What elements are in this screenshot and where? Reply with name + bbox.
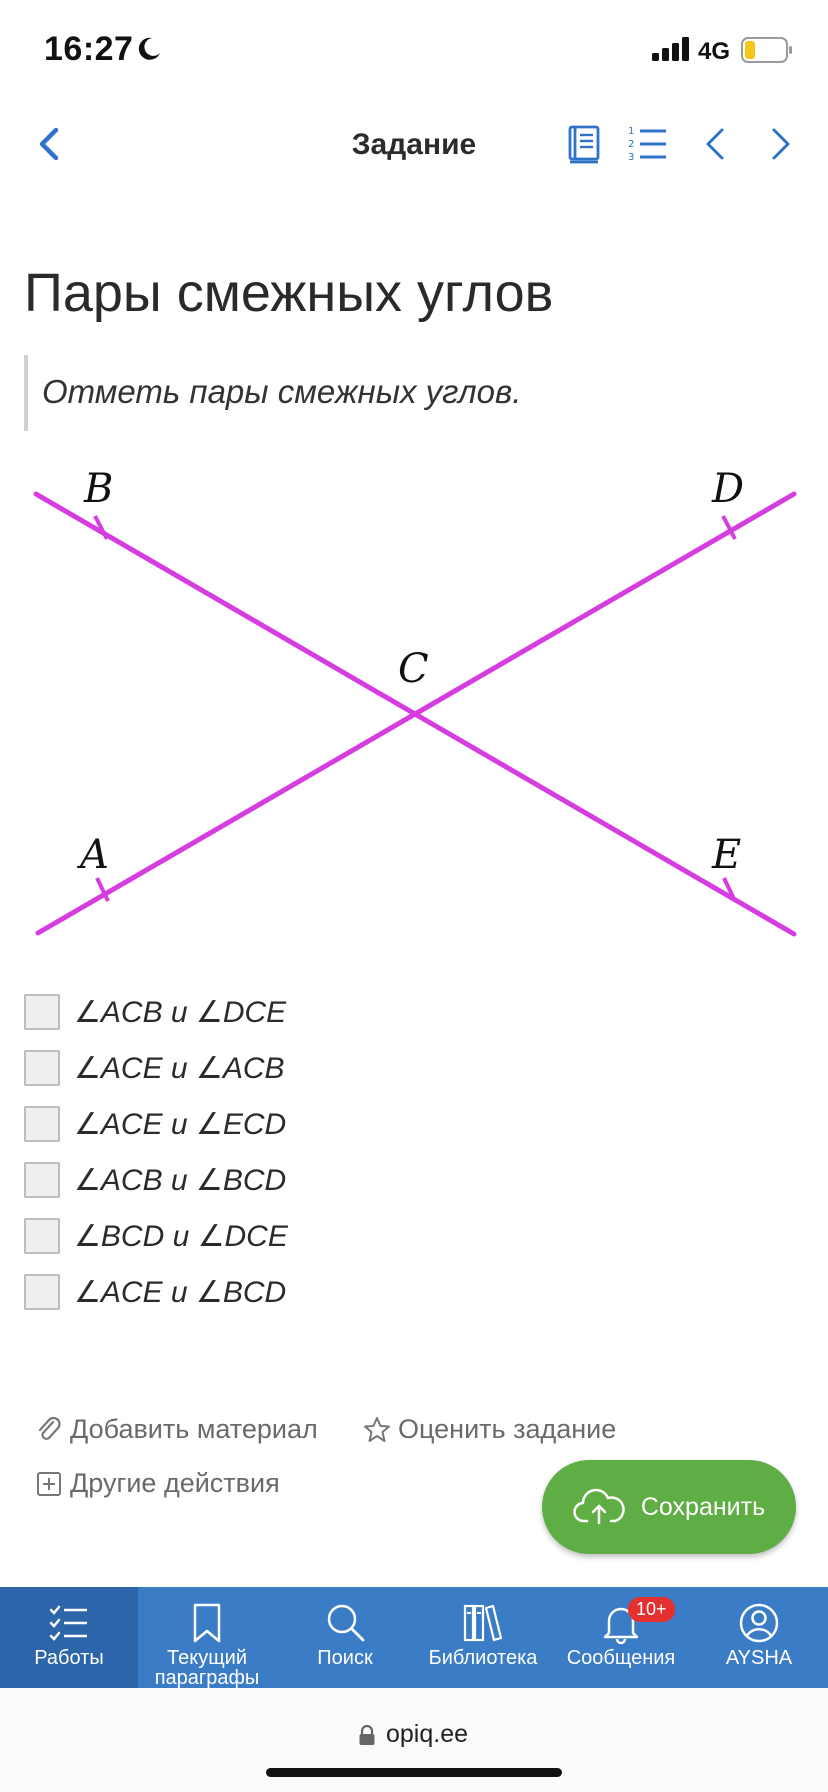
next-icon[interactable] — [758, 122, 802, 166]
search-icon — [327, 1604, 365, 1642]
tab-profile[interactable]: AYSHA — [690, 1587, 828, 1688]
option-checkbox[interactable] — [24, 1218, 60, 1254]
point-label-c: C — [398, 646, 429, 692]
answer-options: ∠ACB и ∠DCE ∠ACE и ∠ACB ∠ACE и ∠ECD ∠ACB… — [24, 984, 804, 1320]
angle-diagram: B D C A E — [33, 466, 797, 937]
star-icon — [364, 1416, 390, 1442]
save-button[interactable]: Сохранить — [542, 1460, 796, 1554]
option-label: ∠ACE и ∠BCD — [74, 1275, 287, 1309]
numbered-list-icon[interactable]: 1 2 3 — [626, 122, 670, 166]
point-label-a: A — [76, 832, 109, 878]
tab-label: Библиотека — [428, 1647, 538, 1669]
point-label-b: B — [83, 466, 113, 512]
previous-icon[interactable] — [694, 122, 738, 166]
svg-text:1: 1 — [628, 126, 634, 137]
tab-current-paragraphs[interactable]: Текущий параграфы — [138, 1587, 276, 1688]
tab-works[interactable]: Работы — [0, 1587, 138, 1688]
tab-search[interactable]: Поиск — [276, 1587, 414, 1688]
home-indicator[interactable] — [266, 1768, 562, 1777]
option-label: ∠BCD и ∠DCE — [74, 1219, 288, 1253]
plus-box-icon — [37, 1471, 61, 1496]
rate-task-label: Оценить задание — [398, 1414, 617, 1444]
signal-icon — [652, 37, 689, 61]
tab-label: Текущий параграфы — [154, 1647, 260, 1689]
status-time: 16:27 — [44, 30, 134, 68]
cloud-upload-icon — [573, 1488, 625, 1525]
nav-bar: Задание 1 2 3 — [0, 110, 828, 180]
answer-option[interactable]: ∠ACB и ∠DCE — [24, 984, 804, 1040]
other-actions-label: Другие действия — [70, 1468, 280, 1498]
bell-icon — [603, 1607, 639, 1645]
tab-label: Поиск — [317, 1647, 373, 1669]
status-bar: 16:27 4G — [0, 0, 828, 100]
answer-option[interactable]: ∠ACB и ∠BCD — [24, 1152, 804, 1208]
add-material-label: Добавить материал — [70, 1414, 318, 1444]
nav-title: Задание — [351, 128, 477, 161]
svg-text:3: 3 — [628, 152, 634, 163]
bookmark-icon — [193, 1603, 221, 1643]
book-icon[interactable] — [562, 122, 606, 166]
answer-option[interactable]: ∠BCD и ∠DCE — [24, 1208, 804, 1264]
task-instruction: Отметь пары смежных углов. — [24, 355, 804, 431]
option-label: ∠ACB и ∠BCD — [74, 1163, 287, 1197]
tick-d — [721, 515, 737, 540]
tab-messages[interactable]: 10+ Сообщения — [552, 1587, 690, 1688]
option-label: ∠ACE и ∠ECD — [74, 1107, 287, 1141]
battery-icon — [741, 37, 792, 63]
svg-text:2: 2 — [628, 139, 634, 150]
option-label: ∠ACE и ∠ACB — [74, 1051, 285, 1085]
moon-icon — [138, 37, 160, 60]
notification-badge: 10+ — [628, 1597, 675, 1622]
option-checkbox[interactable] — [24, 994, 60, 1030]
bottom-tab-bar: Работы Текущий параграфы Поиск Библиотек… — [0, 1587, 828, 1688]
tick-e — [722, 877, 737, 902]
point-label-d: D — [711, 466, 744, 512]
library-icon — [463, 1604, 503, 1642]
answer-option[interactable]: ∠ACE и ∠ECD — [24, 1096, 804, 1152]
tab-label: AYSHA — [725, 1647, 793, 1669]
user-icon — [739, 1603, 779, 1643]
rate-task-link[interactable]: Оценить задание — [362, 1414, 616, 1445]
option-checkbox[interactable] — [24, 1162, 60, 1198]
checklist-icon — [49, 1605, 87, 1641]
line-ad — [35, 491, 797, 936]
option-label: ∠ACB и ∠DCE — [74, 995, 287, 1029]
answer-option[interactable]: ∠ACE и ∠ACB — [24, 1040, 804, 1096]
paperclip-icon — [38, 1416, 61, 1440]
other-actions-link[interactable]: Другие действия — [34, 1468, 280, 1499]
tab-library[interactable]: Библиотека — [414, 1587, 552, 1688]
option-checkbox[interactable] — [24, 1106, 60, 1142]
add-material-link[interactable]: Добавить материал — [34, 1414, 318, 1445]
url-text[interactable]: opiq.ee — [386, 1720, 469, 1748]
lock-icon — [359, 1724, 375, 1745]
tick-a — [95, 877, 110, 902]
save-label: Сохранить — [640, 1492, 766, 1521]
page-title: Пары смежных углов — [24, 263, 554, 323]
point-label-e: E — [711, 832, 741, 878]
tab-label: Сообщения — [566, 1647, 676, 1669]
tick-b — [93, 515, 109, 540]
browser-url-bar: opiq.ee — [0, 1688, 828, 1792]
tab-label: Работы — [34, 1647, 104, 1669]
option-checkbox[interactable] — [24, 1274, 60, 1310]
answer-option[interactable]: ∠ACE и ∠BCD — [24, 1264, 804, 1320]
back-icon[interactable] — [30, 122, 70, 166]
network-type: 4G — [698, 38, 731, 65]
option-checkbox[interactable] — [24, 1050, 60, 1086]
